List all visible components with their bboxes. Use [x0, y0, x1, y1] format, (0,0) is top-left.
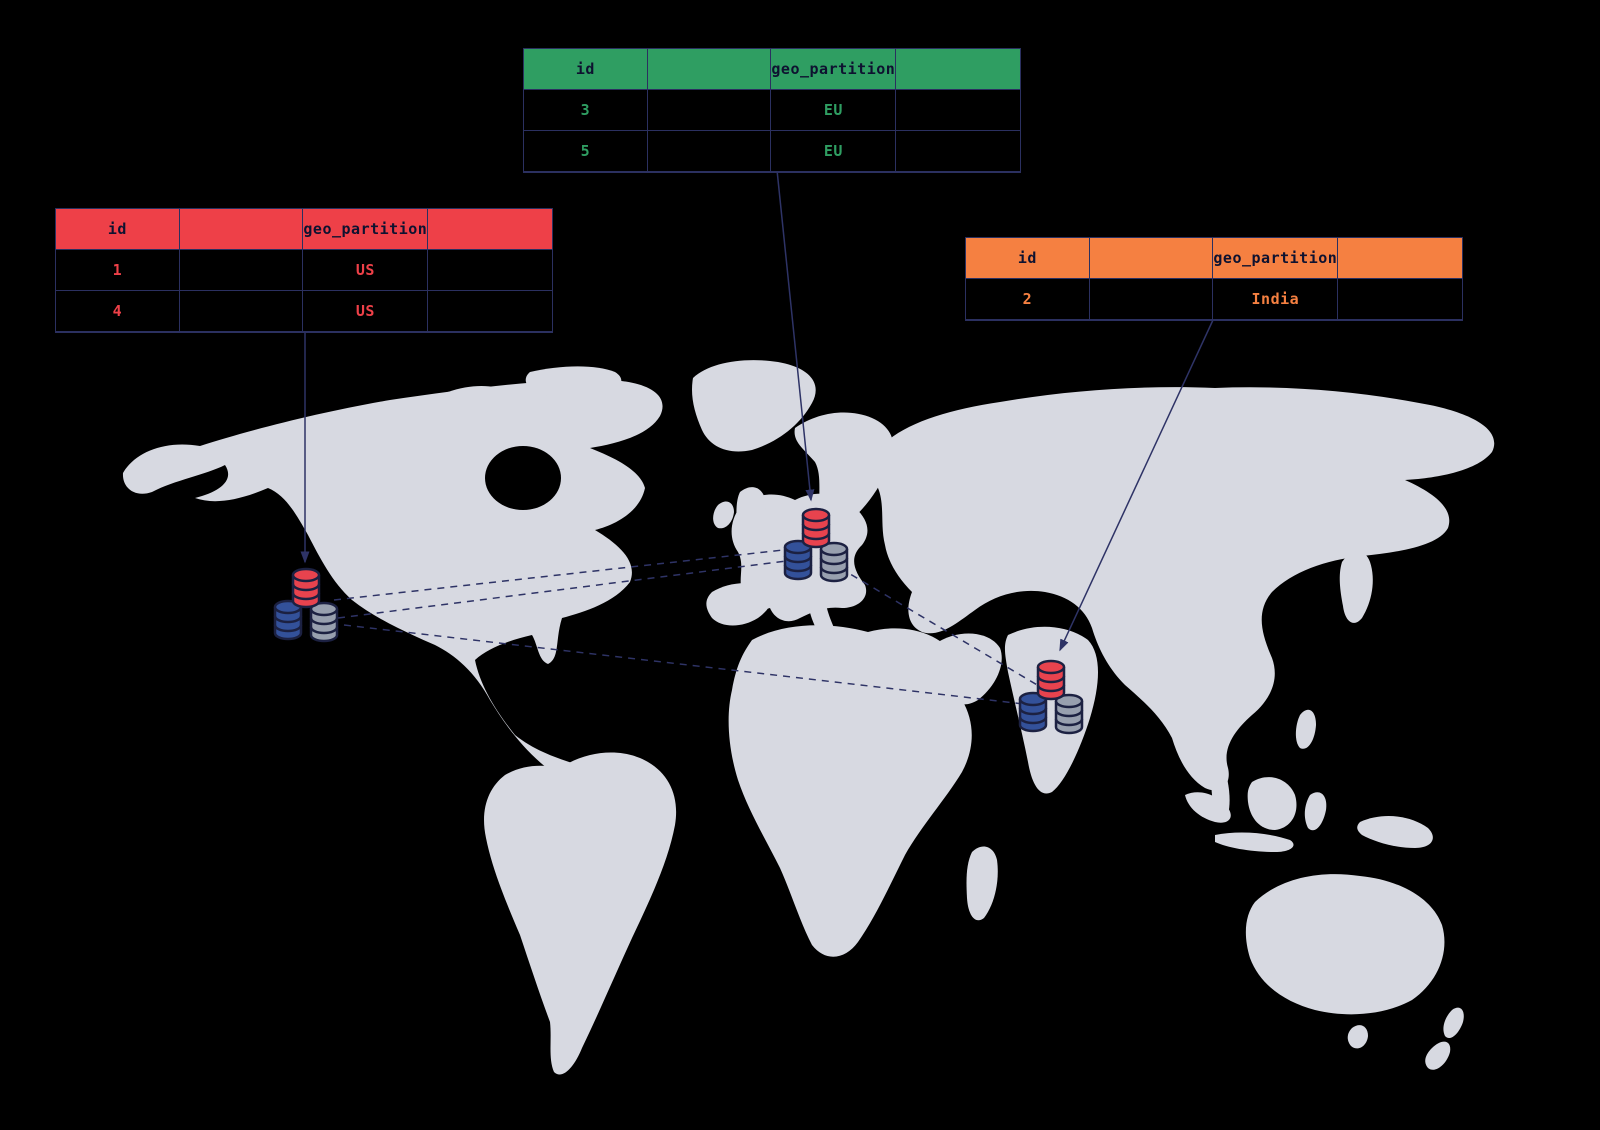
replication-link-us-eu-2 — [337, 559, 795, 619]
us-header-blank-1 — [179, 209, 304, 250]
eu-header-blank-1 — [647, 49, 772, 90]
table-cell — [647, 131, 772, 172]
arctic-island-2 — [444, 386, 511, 413]
table-cell — [428, 250, 552, 291]
us-database-cluster — [273, 567, 339, 643]
us-header-blank-2 — [428, 209, 552, 250]
table-cell — [179, 250, 304, 291]
iberia — [706, 583, 773, 626]
ireland — [713, 501, 734, 529]
table-cell — [428, 291, 552, 332]
table-cell — [179, 291, 304, 332]
table-cell: 3 — [524, 90, 648, 131]
sumatra — [1185, 792, 1231, 823]
table-cell — [1338, 279, 1462, 320]
africa — [728, 625, 972, 957]
borneo — [1247, 777, 1297, 830]
table-cell: 4 — [56, 291, 180, 332]
japan — [1339, 551, 1373, 623]
continents — [122, 360, 1495, 1075]
database-icon-red — [801, 507, 831, 549]
table-arrows — [300, 169, 1214, 652]
greenland — [692, 360, 816, 452]
table-cell: US — [303, 250, 429, 291]
philippines — [1295, 709, 1316, 749]
eu-partition-table: id geo_partition 3 EU 5 EU — [523, 48, 1021, 173]
asia — [873, 387, 1495, 791]
arctic-island-1 — [525, 366, 622, 398]
new-zealand-south — [1425, 1041, 1451, 1070]
south-america — [484, 752, 677, 1075]
table-cell — [1089, 279, 1214, 320]
table-cell: 2 — [966, 279, 1090, 320]
eu-header-id: id — [524, 49, 648, 90]
australia — [1245, 874, 1445, 1015]
table-cell — [896, 131, 1020, 172]
replication-link-eu-india — [839, 567, 1045, 690]
table-cell: EU — [771, 131, 897, 172]
arabian-peninsula — [936, 633, 1002, 705]
database-icon-red — [1036, 659, 1066, 701]
table-cell — [647, 90, 772, 131]
india-header-id: id — [966, 238, 1090, 279]
database-icon-gray — [1054, 693, 1084, 735]
us-header-geo-partition: geo_partition — [303, 209, 429, 250]
sulawesi — [1304, 792, 1327, 831]
replication-link-us-india — [343, 624, 1025, 705]
india-subcontinent — [1004, 626, 1098, 794]
database-icon-red — [291, 567, 321, 609]
database-icon-gray — [819, 541, 849, 583]
tasmania — [1347, 1025, 1368, 1049]
india-header-blank-1 — [1089, 238, 1214, 279]
table-cell — [896, 90, 1020, 131]
java — [1215, 832, 1294, 852]
table-cell: India — [1213, 279, 1339, 320]
north-america — [122, 379, 663, 790]
britain — [736, 487, 766, 541]
us-header-id: id — [56, 209, 180, 250]
eu-header-geo-partition: geo_partition — [771, 49, 897, 90]
table-cell: 5 — [524, 131, 648, 172]
new-guinea — [1357, 816, 1433, 848]
arrow-india-table-to-cluster — [1059, 319, 1214, 652]
table-cell: 1 — [56, 250, 180, 291]
hudson-bay — [485, 446, 561, 510]
new-zealand-north — [1443, 1007, 1464, 1039]
india-header-geo-partition: geo_partition — [1213, 238, 1339, 279]
database-icon-gray — [309, 601, 339, 643]
india-partition-table: id geo_partition 2 India — [965, 237, 1463, 321]
eu-header-blank-2 — [896, 49, 1020, 90]
replication-links — [333, 548, 1045, 705]
table-cell: EU — [771, 90, 897, 131]
table-cell: US — [303, 291, 429, 332]
madagascar — [966, 846, 998, 921]
us-partition-table: id geo_partition 1 US 4 US — [55, 208, 553, 333]
scandinavia — [794, 412, 894, 528]
arrow-eu-table-to-cluster — [776, 169, 815, 502]
india-header-blank-2 — [1338, 238, 1462, 279]
